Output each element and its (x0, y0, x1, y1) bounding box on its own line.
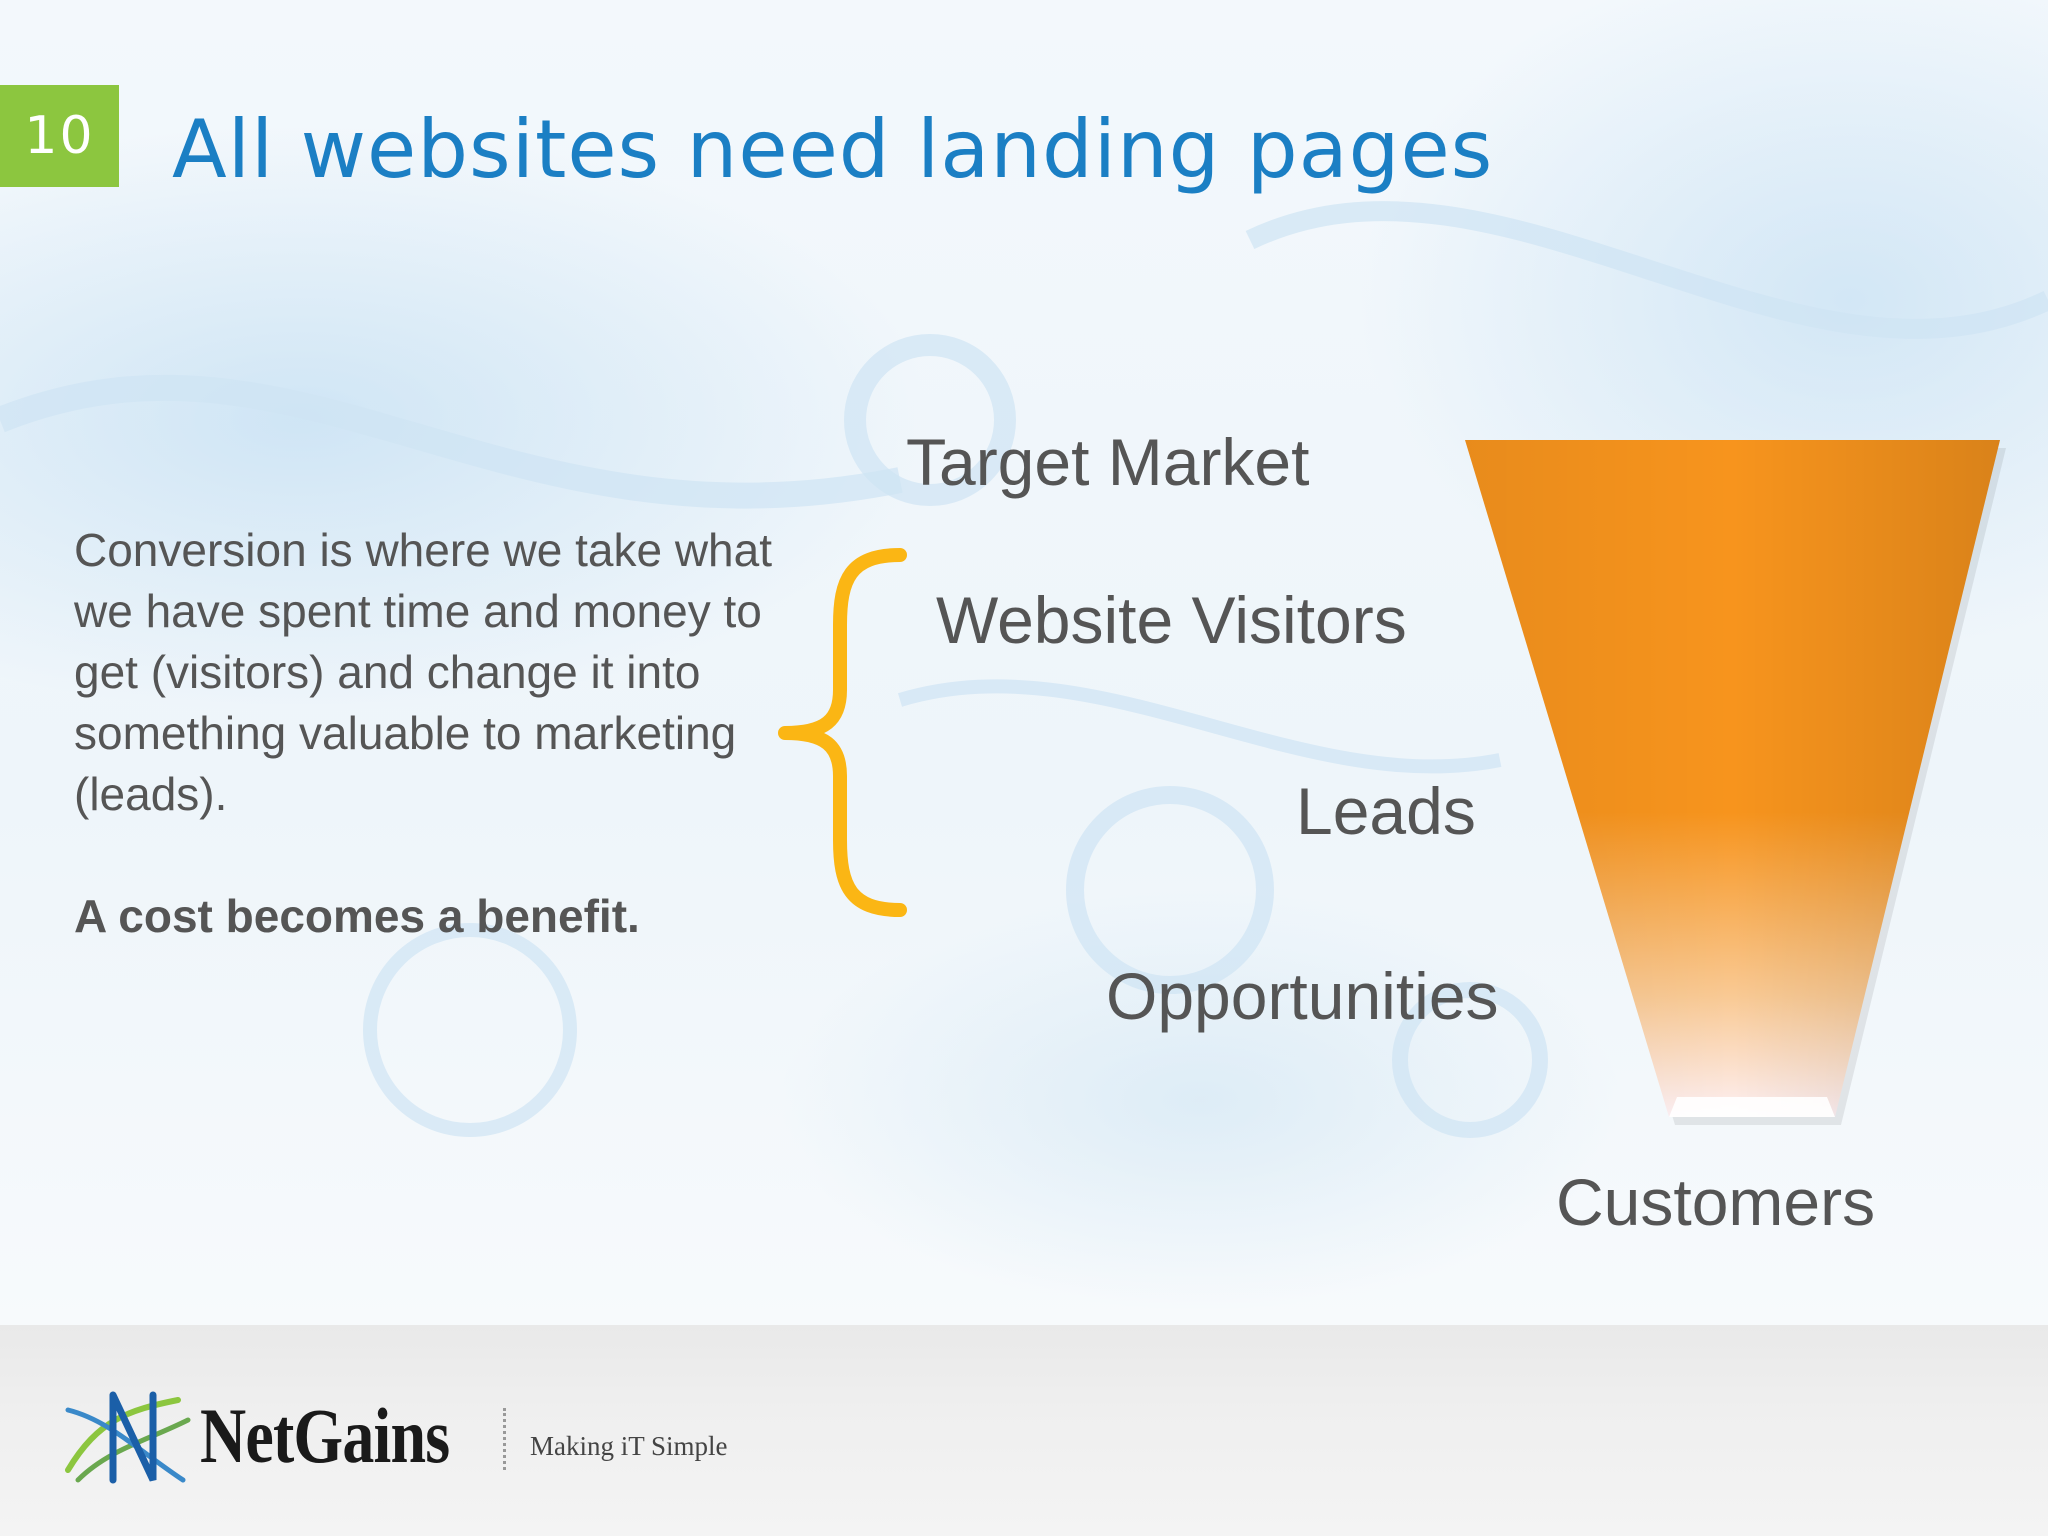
decorative-swirls (0, 201, 2048, 1138)
brand-name: NetGains (200, 1392, 450, 1479)
slide-number: 10 (0, 85, 119, 187)
netgains-logo-icon (65, 1391, 191, 1484)
body-text: Conversion is where we take what we have… (74, 520, 794, 947)
funnel-stage-website-visitors: Website Visitors (936, 583, 1407, 657)
funnel-stage-leads: Leads (1296, 774, 1476, 848)
conversion-funnel (1465, 440, 2006, 1125)
funnel-stage-customers: Customers (1556, 1165, 1876, 1239)
body-emphasis: A cost becomes a benefit. (74, 890, 640, 942)
funnel-stage-opportunities: Opportunities (1106, 959, 1499, 1033)
funnel-stage-target-market: Target Market (906, 425, 1310, 499)
body-paragraph: Conversion is where we take what we have… (74, 524, 772, 820)
curly-brace-icon (778, 548, 907, 917)
footer-bar (0, 1325, 2048, 1536)
brand-tagline: Making iT Simple (530, 1431, 728, 1461)
footer-divider (503, 1408, 506, 1470)
slide-title: All websites need landing pages (172, 103, 1494, 196)
